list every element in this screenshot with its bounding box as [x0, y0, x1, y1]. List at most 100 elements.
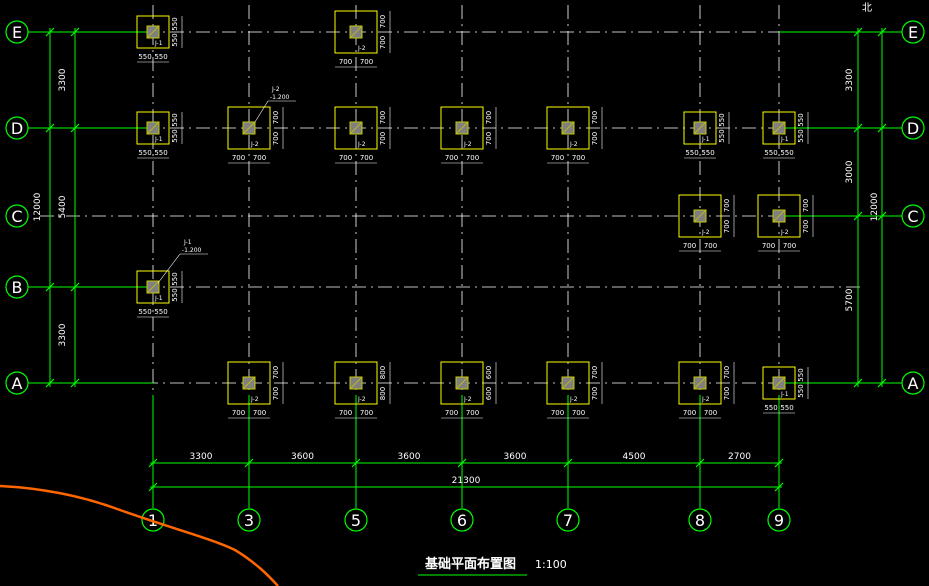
footing-dim: 550	[154, 308, 167, 316]
footing-outline	[136, 15, 170, 49]
footing-dim: 550	[154, 149, 167, 157]
footing-type-label: J-2	[357, 141, 366, 148]
footing-dim: 550	[171, 129, 179, 142]
footing-type-label: J-2	[701, 229, 710, 236]
footing-outline	[227, 361, 271, 405]
column-hatch	[693, 121, 707, 135]
footing-outline	[334, 106, 378, 150]
footing-type-label: J-1	[154, 295, 163, 302]
north-mark: 北	[862, 2, 872, 14]
column-hatch	[242, 376, 256, 390]
footing-dim: 700	[445, 409, 458, 417]
dim-bottom-seg: 3600	[398, 452, 421, 462]
dim-tick	[853, 27, 863, 37]
footing-dim: 700	[683, 409, 696, 417]
footing-type-label: J-2	[357, 396, 366, 403]
footing-outline	[683, 111, 717, 145]
axis-bubble-5: 5	[344, 508, 368, 532]
dim-tick	[45, 27, 55, 37]
dim-tick	[45, 378, 55, 388]
footing-dim: 550	[171, 33, 179, 46]
column-hatch	[772, 376, 786, 390]
leader-j2: J-2-1.200	[254, 86, 296, 123]
footing-dim: 550	[138, 53, 151, 61]
footing-dim: 550	[171, 113, 179, 126]
footing-dim: 550	[718, 129, 726, 142]
footing-dim: 700	[360, 409, 373, 417]
footing-dim: 550	[718, 113, 726, 126]
footing-outline	[334, 361, 378, 405]
leader-type-label: J-1	[183, 239, 192, 246]
footing-dim: 700	[591, 111, 599, 124]
axis-bubble-a: A	[5, 371, 29, 395]
axis-bubble-d: D	[901, 116, 925, 140]
footing-type-label: J-2	[701, 396, 710, 403]
drawing-title: 基础平面布置图	[424, 556, 516, 572]
dim-tick	[774, 458, 784, 468]
column-hatch	[772, 121, 786, 135]
dim-tick	[351, 458, 361, 468]
footing-dim: 700	[572, 154, 585, 162]
footing-dim: 800	[379, 366, 387, 379]
axis-bubble-circle	[5, 371, 29, 395]
footing-dim: 700	[723, 220, 731, 233]
footing-dim: 700	[683, 242, 696, 250]
axis-bubble-a: A	[901, 371, 925, 395]
dim-tick	[853, 123, 863, 133]
footing-dim: 700	[272, 111, 280, 124]
footing-dim: 550	[701, 149, 714, 157]
footing-outline	[546, 361, 590, 405]
leader-line	[254, 100, 269, 123]
column-hatch	[693, 376, 707, 390]
footing-dim: 700	[762, 242, 775, 250]
leader-type-label: J-2	[271, 86, 280, 93]
dim-right-seg: 3000	[845, 160, 855, 183]
axis-bubble-8: 8	[688, 508, 712, 532]
column-hatch	[349, 25, 363, 39]
dim-tick	[45, 123, 55, 133]
axis-bubble-label: C	[11, 207, 22, 226]
footing-type-label: J-2	[463, 396, 472, 403]
column-hatch	[242, 121, 256, 135]
column-hatch	[772, 209, 786, 223]
axis-bubble-9: 9	[767, 508, 791, 532]
axis-bubble-6: 6	[450, 508, 474, 532]
dim-left-total: 12000	[33, 192, 43, 221]
footing-dim: 700	[591, 366, 599, 379]
axis-bubble-label: 6	[457, 511, 467, 530]
axis-bubble-e: E	[901, 20, 925, 44]
footing-outline	[440, 361, 484, 405]
axis-bubble-label: 8	[695, 511, 705, 530]
footing-dim: 700	[591, 387, 599, 400]
footing-dim: 600	[485, 366, 493, 379]
footing-dim: 700	[802, 220, 810, 233]
dim-bottom-seg: 3600	[504, 452, 527, 462]
footing-dim: 550	[138, 149, 151, 157]
footing-dim: 550	[154, 53, 167, 61]
axis-bubble-label: 9	[774, 511, 784, 530]
footing-dim: 700	[272, 387, 280, 400]
footing-type-label: J-2	[357, 45, 366, 52]
dim-tick	[877, 123, 887, 133]
dim-tick	[70, 123, 80, 133]
column-hatch	[561, 121, 575, 135]
footing-dim: 700	[360, 154, 373, 162]
footing-dim: 700	[704, 409, 717, 417]
footing-type-label: J-2	[250, 396, 259, 403]
dim-tick	[70, 282, 80, 292]
dim-tick	[70, 378, 80, 388]
footing-dim: 550	[138, 308, 151, 316]
footing-type-label: J-1	[154, 136, 163, 143]
footing-dim: 700	[339, 58, 352, 66]
dim-bottom-seg: 2700	[728, 452, 751, 462]
footing-outline	[227, 106, 271, 150]
footing-outline	[546, 106, 590, 150]
axis-bubble-circle	[237, 508, 261, 532]
